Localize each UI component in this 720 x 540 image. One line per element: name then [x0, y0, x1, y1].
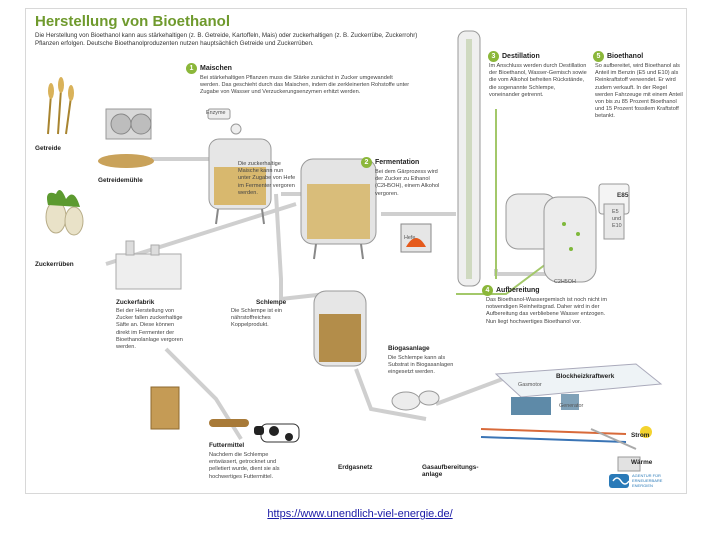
chp-label: Blockheizkraftwerk — [556, 373, 615, 380]
grain-icon — [47, 77, 74, 135]
fuel-pump-icon — [598, 183, 630, 240]
biogas-plant-icon — [391, 390, 440, 411]
feed-label: Futtermittel — [209, 442, 245, 449]
distillation-column-icon — [457, 30, 481, 287]
step-number: 4 — [482, 285, 493, 296]
chp-plant-icon — [480, 363, 663, 450]
step-1-text: Bei stärkehaltigen Pflanzen muss die Stä… — [200, 75, 410, 96]
step-1-header: 1 Maischen — [186, 63, 232, 74]
step-title: Aufbereitung — [496, 287, 540, 294]
residue-tank-icon — [313, 290, 367, 367]
step-2-text: Bei dem Gärprozess wird der Zucker zu Et… — [375, 169, 440, 197]
gas-treatment-label: Gasaufbereitungs-anlage — [422, 464, 479, 478]
step-title: Fermentation — [375, 159, 420, 166]
biogas-plant-label: Biogasanlage — [388, 345, 430, 352]
logo-text: AGENTUR FÜR ERNEUERBARE ENERGIEN — [632, 473, 663, 488]
infographic-frame: Herstellung von Bioethanol Die Herstellu… — [25, 8, 687, 494]
e10-label: E10 — [612, 223, 622, 229]
step-4-header: 4 Aufbereitung — [482, 285, 540, 296]
enzymes-label: Enzyme — [206, 110, 226, 116]
step-5-header: 5 Bioethanol — [593, 51, 643, 62]
step-number: 5 — [593, 51, 604, 62]
page-title: Herstellung von Bioethanol — [35, 13, 231, 30]
and-label: und — [612, 216, 621, 222]
step-4-text: Das Bioethanol-Wassergemisch ist noch ni… — [486, 297, 608, 325]
sugar-factory-text: Bei der Herstellung von Zucker fallen zu… — [116, 308, 183, 351]
heat-label: Wärme — [631, 459, 653, 466]
sugar-factory-icon — [115, 240, 182, 290]
process-illustration — [45, 30, 663, 488]
e5-label: E5 — [612, 209, 619, 215]
step-number: 3 — [488, 51, 499, 62]
mash-text: Die zuckerhaltige Maische kann nun unter… — [238, 161, 296, 196]
step-2-header: 2 Fermentation — [361, 157, 419, 168]
processing-tank-icon — [505, 193, 597, 283]
residue-text: Die Schlempe ist ein nährstoffreiches Ko… — [231, 308, 282, 329]
sugar-beet-icon — [45, 190, 84, 236]
step-title: Destillation — [502, 53, 540, 60]
step-title: Bioethanol — [607, 53, 644, 60]
step-5-text: So aufbereitet, wird Bioethanol als Ante… — [595, 63, 683, 120]
grain-mill-label: Getreidemühle — [98, 177, 143, 184]
radiator-icon — [617, 456, 641, 472]
sugar-factory-label: Zuckerfabrik — [116, 299, 155, 306]
feed-pellets-icon — [150, 386, 249, 430]
feed-text: Nachdem die Schlempe entwässert, getrock… — [209, 452, 280, 480]
sugar-beet-label: Zuckerrüben — [35, 261, 74, 268]
generator-label: Generator — [559, 403, 584, 409]
step-3-header: 3 Destillation — [488, 51, 540, 62]
electricity-label: Strom — [631, 432, 650, 439]
ethanol-formula-label: C2H5OH — [554, 279, 576, 285]
step-number: 2 — [361, 157, 372, 168]
fermenter-icon — [300, 158, 432, 260]
step-number: 1 — [186, 63, 197, 74]
gas-engine-label: Gasmotor — [518, 382, 542, 388]
grain-mill-icon — [98, 108, 154, 168]
source-url-link[interactable]: https://www.unendlich-viel-energie.de/ — [267, 508, 453, 520]
cow-icon — [254, 423, 300, 443]
gas-grid-label: Erdgasnetz — [338, 464, 373, 471]
mash-tank-icon — [207, 108, 272, 225]
step-3-text: Im Anschluss werden durch Destillation d… — [489, 63, 587, 98]
agency-logo — [609, 474, 630, 488]
residue-label: Schlempe — [256, 299, 287, 306]
intro-text: Die Herstellung von Bioethanol kann aus … — [35, 32, 418, 47]
e85-label: E85 — [617, 192, 629, 199]
yeast-label: Hefe — [404, 235, 416, 241]
biogas-plant-text: Die Schlempe kann als Substrat in Biogas… — [388, 355, 454, 376]
step-title: Maischen — [200, 65, 232, 72]
lightbulb-icon — [640, 426, 652, 438]
grain-label: Getreide — [35, 145, 61, 152]
